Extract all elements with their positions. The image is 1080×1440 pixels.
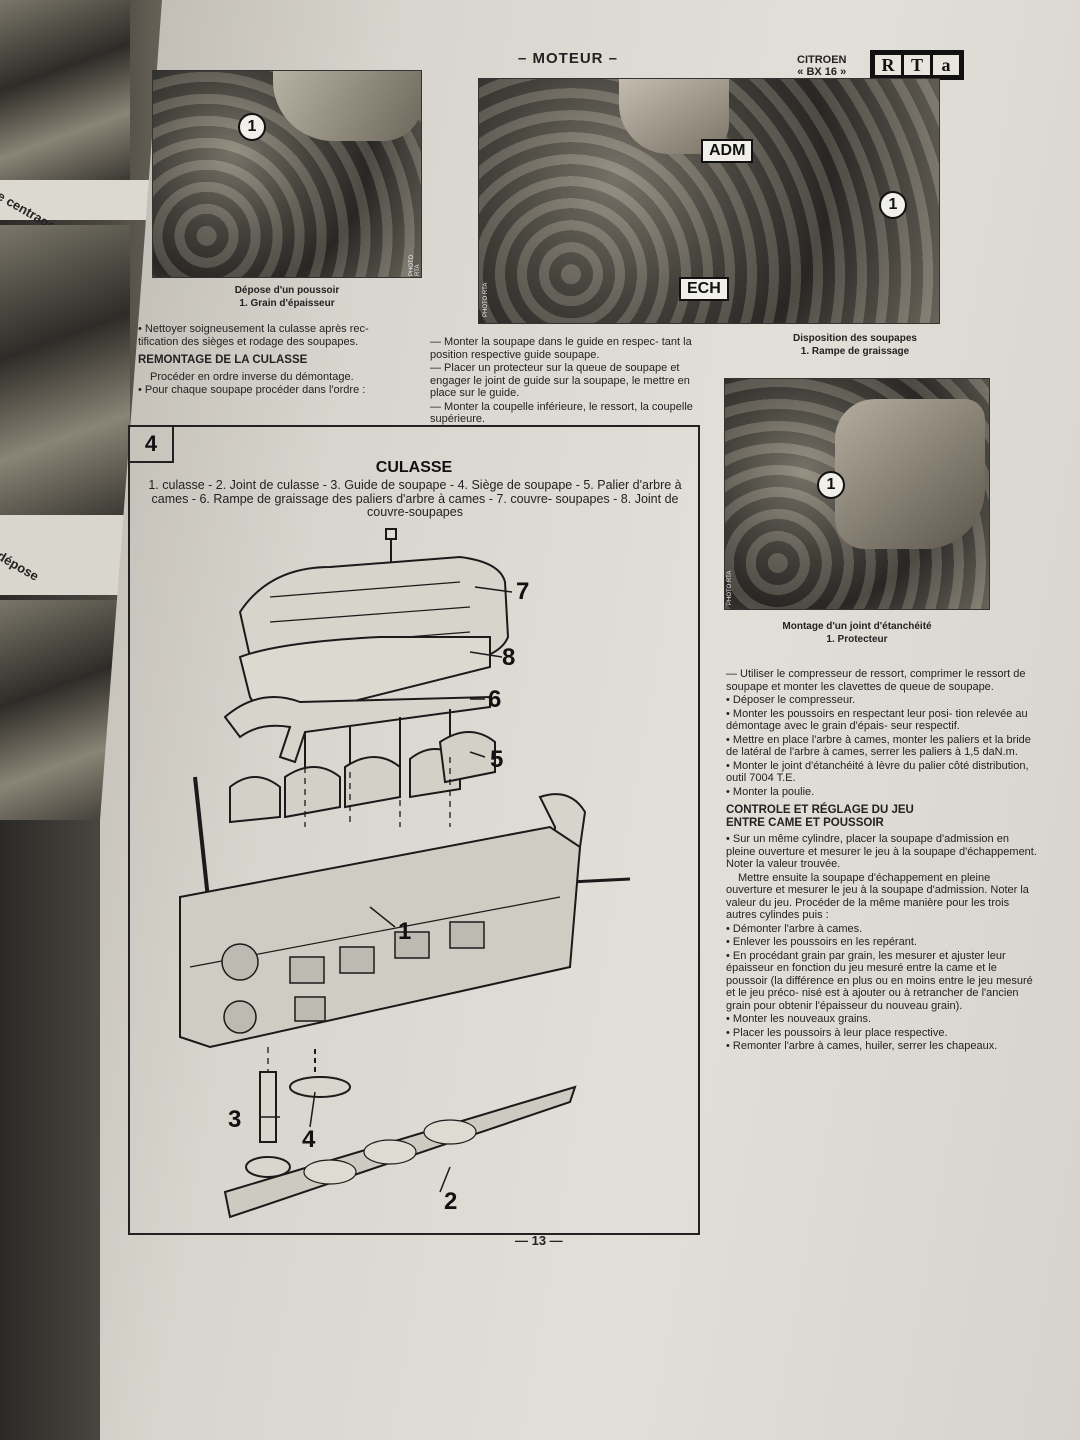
brand-name: CITROEN xyxy=(797,54,847,66)
paragraph: • Mettre en place l'arbre à cames, monte… xyxy=(726,733,1031,759)
paragraph: • Placer les poussoirs à leur place resp… xyxy=(726,1026,948,1039)
callout-label: 3 xyxy=(228,1106,241,1133)
logo-letter: T xyxy=(904,55,930,75)
page-number: — 13 — xyxy=(515,1233,563,1248)
caption-legend: 1. Protecteur xyxy=(826,634,888,645)
paragraph: — Utiliser le compresseur de ressort, co… xyxy=(726,668,1026,693)
paragraph: Mettre ensuite la soupape d'échappement … xyxy=(726,871,1029,922)
paragraph: • Monter les nouveaux grains. xyxy=(726,1013,872,1025)
callout-label: 7 xyxy=(516,578,529,605)
figure-legend: 1. culasse - 2. Joint de culasse - 3. Gu… xyxy=(148,478,682,519)
caption-title: Disposition des soupapes xyxy=(793,333,917,344)
photo-credit: PHOTO RTA xyxy=(409,254,421,276)
photo2-caption: Disposition des soupapes 1. Rampe de gra… xyxy=(720,332,990,358)
photo-seal-fitting: 1 PHOTO RTA xyxy=(724,378,990,610)
photo1-caption: Dépose d'un poussoir 1. Grain d'épaisseu… xyxy=(152,284,422,310)
cylinder-head xyxy=(179,825,582,1049)
paragraph: • Démonter l'arbre à cames. xyxy=(726,922,863,935)
figure-number: 4 xyxy=(130,427,174,463)
paragraph: • Monter les poussoirs en respectant leu… xyxy=(726,707,1028,733)
paragraph: • Monter la poulie. xyxy=(726,785,815,798)
logo-letter: a xyxy=(933,55,959,75)
figure-title: CULASSE xyxy=(375,459,453,476)
paragraph: • Pour chaque soupape procéder dans l'or… xyxy=(138,384,366,396)
photo-tappet-removal: 1 PHOTO RTA xyxy=(152,70,422,278)
paragraph: • Sur un même cylindre, placer la soupap… xyxy=(726,833,1037,870)
photo3-caption: Montage d'un joint d'étanchéité 1. Prote… xyxy=(724,620,990,646)
text-column-right: — Utiliser le compresseur de ressort, co… xyxy=(726,668,1038,1054)
photo3-callout: 1 xyxy=(817,471,845,499)
callout-label: 2 xyxy=(444,1188,457,1215)
paragraph: • En procédant grain par grain, les mesu… xyxy=(726,949,1033,1012)
logo-letter: R xyxy=(875,55,901,75)
paragraph: — Monter la soupape dans le guide en res… xyxy=(430,336,692,361)
photo2-label-ech: ECH xyxy=(679,277,729,301)
callout-label: 4 xyxy=(302,1126,316,1153)
caption-title: Montage d'un joint d'étanchéité xyxy=(782,621,932,632)
bearing-caps xyxy=(229,731,496,824)
caption-title: Dépose d'un poussoir xyxy=(234,285,340,296)
section-heading: CONTROLE ET RÉGLAGE DU JEU xyxy=(726,804,914,816)
paragraph: — Monter la coupelle inférieure, le ress… xyxy=(430,400,693,426)
paragraph: • Déposer le compresseur. xyxy=(726,694,856,706)
brand-label: CITROEN « BX 16 » xyxy=(797,54,847,78)
section-heading: REMONTAGE DE LA CULASSE xyxy=(138,354,308,366)
cylinder-head-exploded-diagram: 1 2 3 4 5 6 7 8 xyxy=(179,528,631,1219)
paragraph: Procéder en ordre inverse du démontage. xyxy=(150,370,354,383)
caption-legend: 1. Rampe de graissage xyxy=(800,346,910,357)
valve-guide xyxy=(259,1071,277,1143)
figure-box: 4 CULASSE 1. culasse - 2. Joint de culas… xyxy=(128,425,700,1235)
callout-label: 6 xyxy=(488,686,501,713)
paragraph: • Nettoyer soigneusement la culasse aprè… xyxy=(138,323,369,348)
left-page-photo xyxy=(0,225,130,515)
photo2-label-adm: ADM xyxy=(701,139,754,163)
left-page-band xyxy=(0,180,160,220)
photo-valve-layout: ADM ECH 1 PHOTO RTA xyxy=(478,78,940,324)
caption-legend: 1. Grain d'épaisseur xyxy=(239,298,335,309)
text-column-middle: — Monter la soupape dans le guide en res… xyxy=(430,336,708,427)
paragraph: • Remonter l'arbre à cames, huiler, serr… xyxy=(726,1040,998,1052)
oil-ramp xyxy=(223,695,491,764)
brand-model: « BX 16 » xyxy=(797,66,847,78)
photo-credit: PHOTO RTA xyxy=(483,282,489,317)
callout-label: 5 xyxy=(490,746,503,773)
paragraph: • Enlever les poussoirs en les repérant. xyxy=(726,936,917,948)
valve-seat xyxy=(289,1076,351,1098)
paragraph: — Placer un protecteur sur la queue de s… xyxy=(430,362,690,399)
photo1-callout: 1 xyxy=(238,113,266,141)
section-title: – MOTEUR – xyxy=(518,50,619,67)
photo-credit: PHOTO RTA xyxy=(727,570,733,605)
section-heading: ENTRE CAME ET POUSSOIR xyxy=(726,816,884,829)
photo2-callout: 1 xyxy=(879,191,907,219)
text-column-left: • Nettoyer soigneusement la culasse aprè… xyxy=(138,323,400,398)
rta-logo: R T a xyxy=(870,50,964,80)
left-page-photo xyxy=(0,0,130,180)
callout-label: 8 xyxy=(502,644,515,671)
paragraph: • Monter le joint d'étanchéité à lèvre d… xyxy=(726,759,1029,785)
callout-label: 1 xyxy=(398,918,411,945)
